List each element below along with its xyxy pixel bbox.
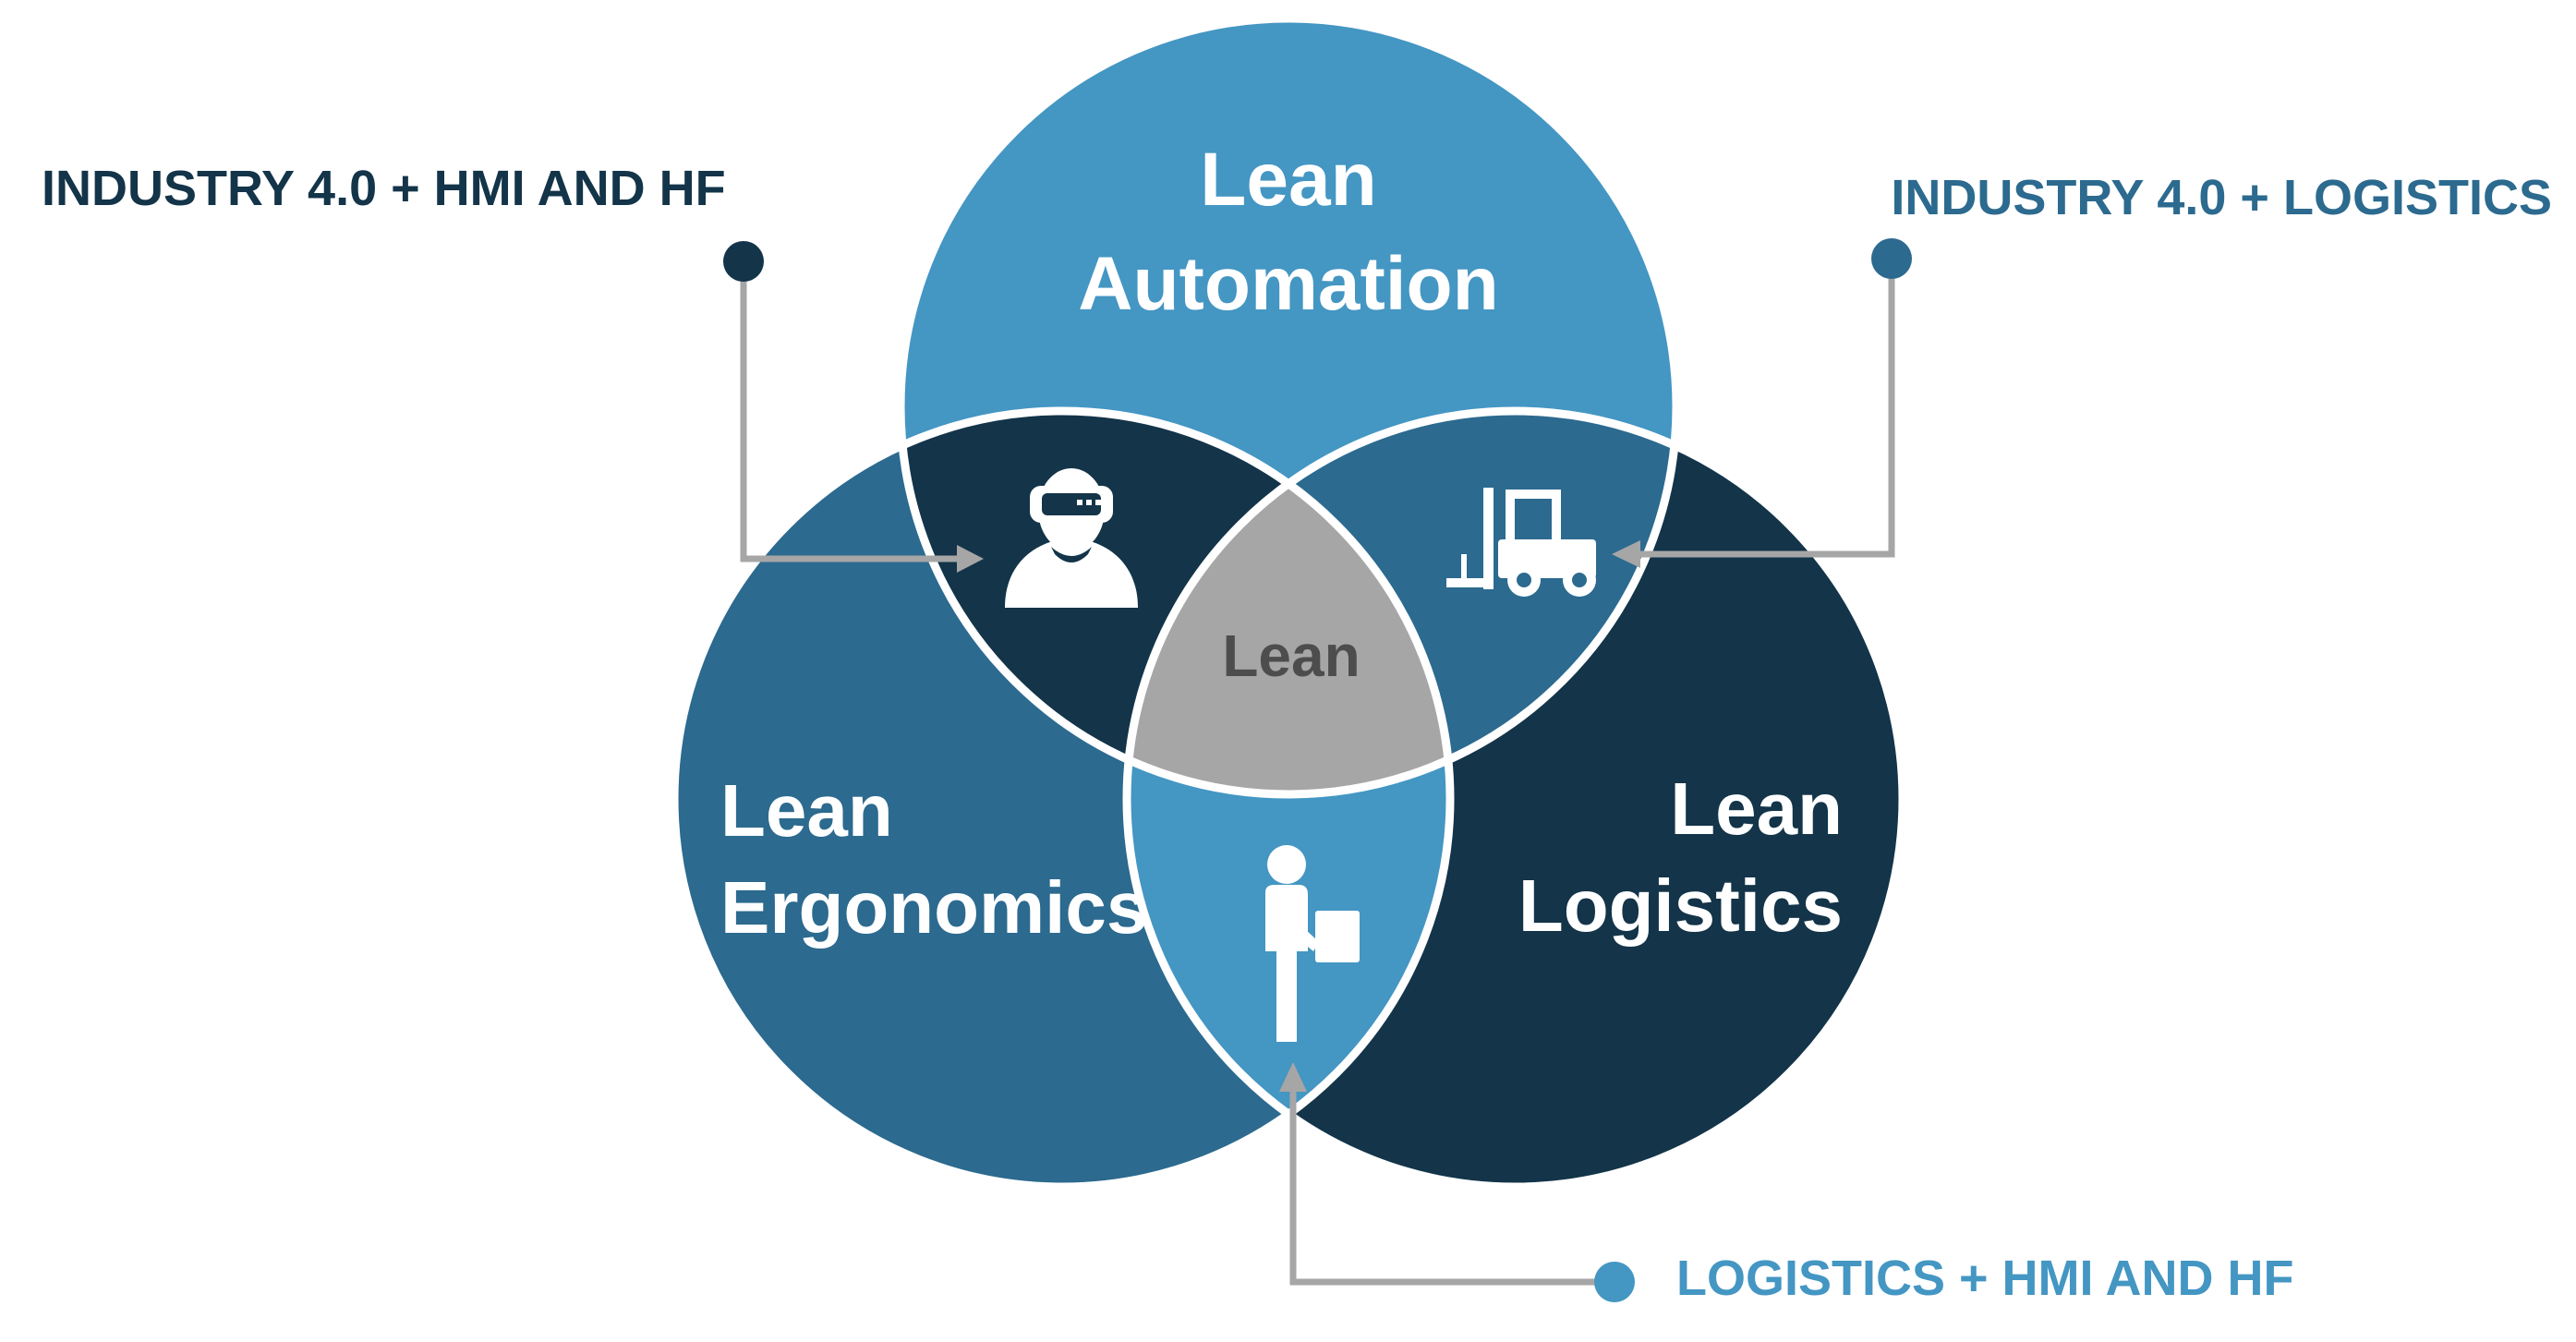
outline-right [1122,406,1907,1191]
callout-industry-logistics: INDUSTRY 4.0 + LOGISTICS [1891,170,2552,225]
automation-label-line2: Automation [1078,242,1498,326]
forklift-icon [1446,488,1596,597]
automation-label-line1: Lean [1200,138,1376,222]
marker-dot-bottom [1594,1262,1635,1302]
vr-headset-person-icon [1005,468,1138,608]
connector-bottom [1279,1062,1635,1302]
outline-left [670,406,1455,1191]
ergonomics-label-line1: Lean [720,769,893,852]
connector-top-right [1612,238,1912,568]
marker-dot-top-right [1871,238,1912,279]
callout-industry-hmi: INDUSTRY 4.0 + HMI AND HF [42,161,726,216]
outline-top [896,14,1681,799]
center-label: Lean [1222,623,1360,689]
marker-dot-top-left [723,241,764,282]
logistics-label-line1: Lean [1670,768,1843,850]
overlap-center [1127,411,1450,794]
worker-carrying-box-icon [1265,845,1360,1042]
callout-logistics-hmi: LOGISTICS + HMI AND HF [1676,1251,2294,1306]
connector-top-left [723,241,984,573]
ergonomics-label-line2: Ergonomics [720,866,1147,949]
logistics-label-line2: Logistics [1518,864,1843,947]
